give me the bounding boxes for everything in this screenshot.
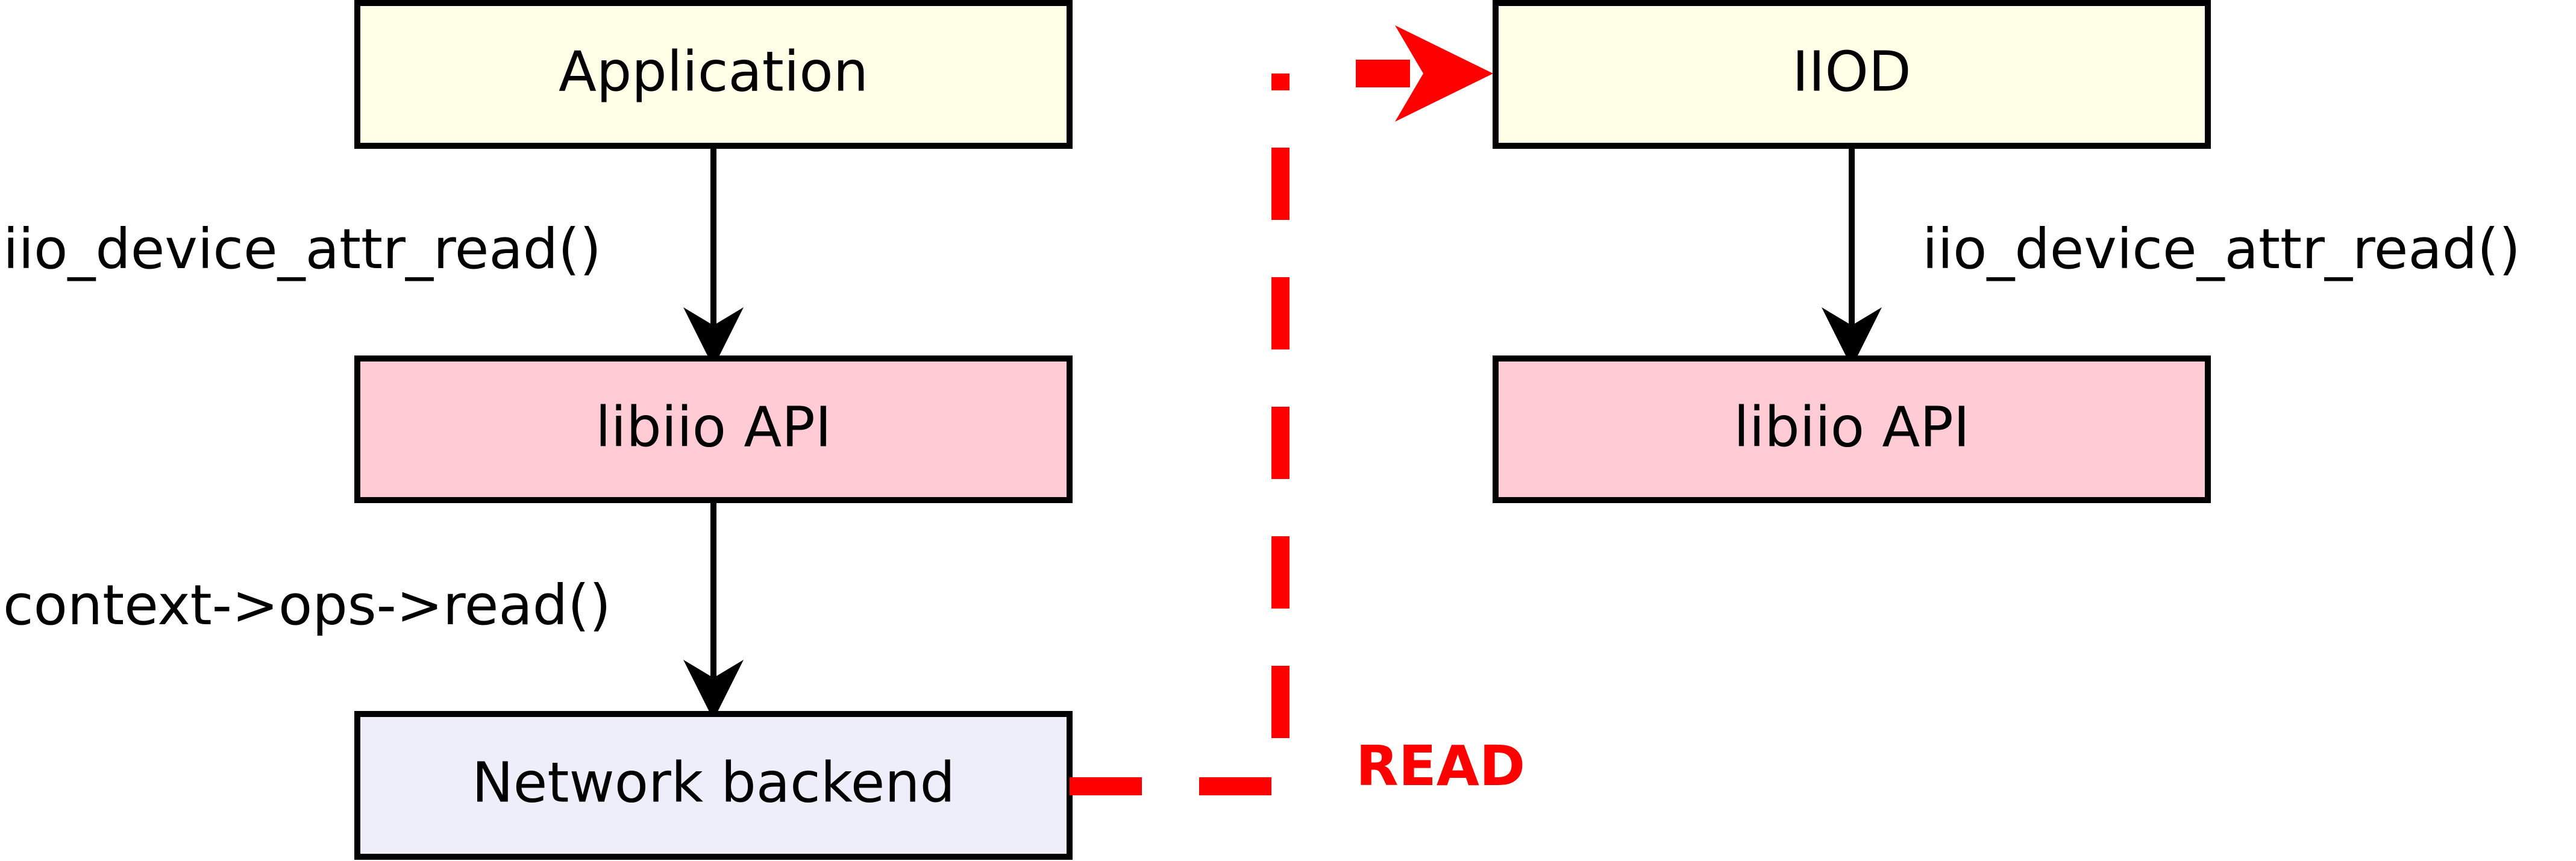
node-libiio-api-right-box [1493,355,2211,503]
node-application-label: Application [559,39,868,104]
edge-iiod-to-api-label: iio_device_attr_read() [1922,217,2521,281]
node-libiio-api-left-label: libiio API [595,395,832,459]
edge-app-to-api-label: iio_device_attr_read() [3,217,601,281]
node-libiio-api-left: libiio API [354,355,1073,503]
node-network-backend-label: Network backend [472,750,955,815]
edge-api-to-backend-label: context->ops->read() [3,573,611,637]
node-libiio-api-left-box [354,355,1073,503]
node-network-backend-box [354,711,1073,860]
read-transfer-dashed-line [1070,74,1290,795]
node-iiod-box [1493,0,2211,149]
node-libiio-api-right: libiio API [1493,355,2211,503]
node-application: Application [354,0,1073,149]
read-transfer-label: READ [1356,734,1525,798]
node-iiod-label: IIOD [1792,39,1911,104]
read-transfer-path: READ [1070,25,1525,798]
node-application-box [354,0,1073,149]
node-libiio-api-right-label: libiio API [1734,395,1970,459]
read-transfer-arrowhead-icon [1395,25,1493,122]
node-iiod: IIOD [1493,0,2211,149]
node-network-backend: Network backend [354,711,1073,860]
